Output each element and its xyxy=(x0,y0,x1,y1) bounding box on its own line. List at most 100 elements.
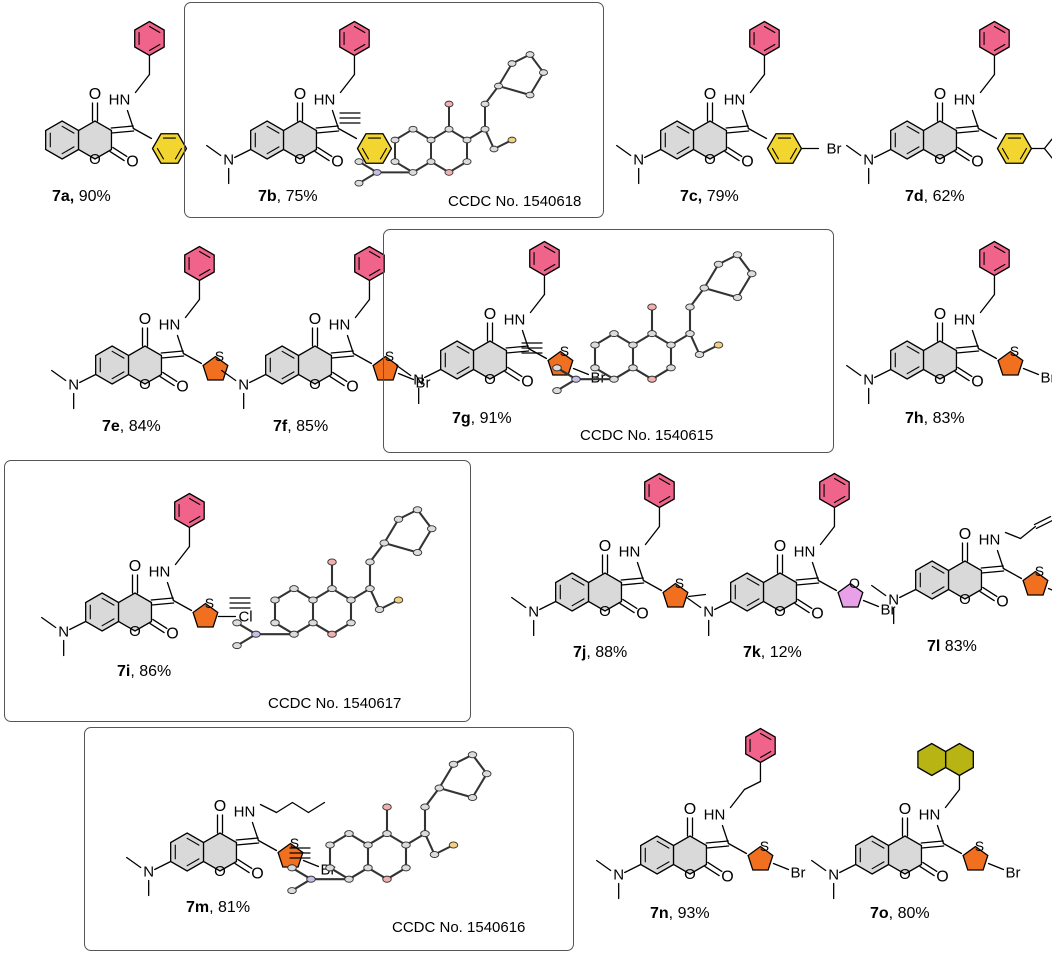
crystal-bond xyxy=(383,518,400,544)
benzyl-ring xyxy=(174,492,205,529)
bond xyxy=(636,561,645,582)
bond xyxy=(979,293,996,314)
bond xyxy=(871,840,885,849)
crystal-atom xyxy=(713,260,724,268)
yield-value: 84% xyxy=(128,418,161,435)
dimethylamino-n: N xyxy=(703,603,714,620)
crystal-atom xyxy=(344,830,354,838)
crystal-atom xyxy=(372,169,382,176)
dimethylamino-n: N xyxy=(528,603,539,620)
bond xyxy=(955,125,979,129)
crystal-atom xyxy=(448,760,459,768)
crystal-atom xyxy=(713,341,724,349)
bond xyxy=(132,127,153,140)
crystal-atom xyxy=(426,136,436,144)
crystal-atom xyxy=(408,169,418,176)
compound-label-7l: 7l 83% xyxy=(927,638,977,656)
bond xyxy=(331,109,340,130)
bond xyxy=(620,577,644,581)
heteroatom-label: S xyxy=(1035,563,1044,579)
bond xyxy=(314,150,330,162)
dimethylamino-n: N xyxy=(68,376,79,393)
carbonyl-oxygen: O xyxy=(774,538,786,555)
yield-value: 91% xyxy=(479,410,512,427)
amine-nh: HN xyxy=(504,311,526,328)
crystal-atom xyxy=(427,525,437,533)
heteroatom-label: S xyxy=(385,348,394,364)
bond xyxy=(906,146,920,155)
bond xyxy=(236,842,260,846)
bond xyxy=(931,586,945,595)
bond xyxy=(705,840,729,844)
carbonyl-oxygen: O xyxy=(129,558,141,575)
crystal-atom xyxy=(344,875,354,883)
crystal-atom xyxy=(346,619,356,627)
bond xyxy=(507,366,523,378)
bond xyxy=(658,477,671,486)
crystal-atom xyxy=(390,136,400,144)
bond xyxy=(954,370,970,382)
bond xyxy=(174,147,183,160)
crystal-bond xyxy=(471,773,488,799)
bond xyxy=(69,620,87,631)
crystal-bond xyxy=(736,273,753,299)
pyranone-ring xyxy=(672,835,708,875)
bond xyxy=(1033,515,1052,526)
heteroatom-label: S xyxy=(760,838,769,854)
bond xyxy=(346,334,355,355)
crystal-box-7b xyxy=(184,2,604,218)
bond xyxy=(727,146,743,158)
bond xyxy=(624,863,642,874)
phenyl-ring xyxy=(996,133,1033,164)
yield-value: 85% xyxy=(296,418,329,435)
bond xyxy=(316,130,340,134)
phenyl-ring xyxy=(766,133,803,164)
bond xyxy=(259,803,278,814)
bond xyxy=(61,146,75,155)
crystal-bond xyxy=(438,786,473,799)
bond xyxy=(741,109,750,130)
bond xyxy=(954,150,970,162)
crystal-atom xyxy=(325,864,335,872)
compound-label-7b: 7b, 75% xyxy=(258,188,318,206)
heteroaryl-ring xyxy=(202,355,229,381)
bond xyxy=(922,861,938,873)
amine-nh: HN xyxy=(954,311,976,328)
bond xyxy=(596,859,612,872)
ring-oxygen: O xyxy=(129,623,141,640)
amine-nh: HN xyxy=(329,316,351,333)
bond xyxy=(332,371,348,383)
bond xyxy=(906,366,920,375)
phenyl-ring xyxy=(356,133,393,164)
bond xyxy=(302,859,320,868)
crystal-atom xyxy=(363,864,373,872)
carbonyl-oxygen: O xyxy=(704,86,716,103)
carbonyl-oxygen: O xyxy=(139,311,151,328)
bond xyxy=(111,350,125,359)
carbonyl-oxygen: O xyxy=(934,306,946,323)
bond xyxy=(571,598,585,607)
crystal-atom xyxy=(393,515,404,523)
amine-nh: HN xyxy=(234,803,256,820)
bond xyxy=(981,570,1005,574)
bond xyxy=(337,127,358,140)
crystal-atom xyxy=(270,596,280,604)
crystal-atom xyxy=(666,341,676,349)
bond xyxy=(1019,525,1037,540)
label-sep: , xyxy=(287,418,292,435)
compound-id: 7e xyxy=(102,418,120,435)
crystal-atom xyxy=(552,364,562,372)
bond xyxy=(234,148,252,159)
bond xyxy=(642,579,663,592)
bond xyxy=(747,127,768,140)
bond xyxy=(724,150,740,162)
crystal-bond xyxy=(484,128,495,150)
compound-id: 7k xyxy=(743,644,761,661)
ring-oxygen: O xyxy=(214,863,226,880)
bond xyxy=(874,368,892,379)
compound-id: 7j xyxy=(573,644,587,661)
compound-label-7g: 7g, 91% xyxy=(452,410,512,428)
